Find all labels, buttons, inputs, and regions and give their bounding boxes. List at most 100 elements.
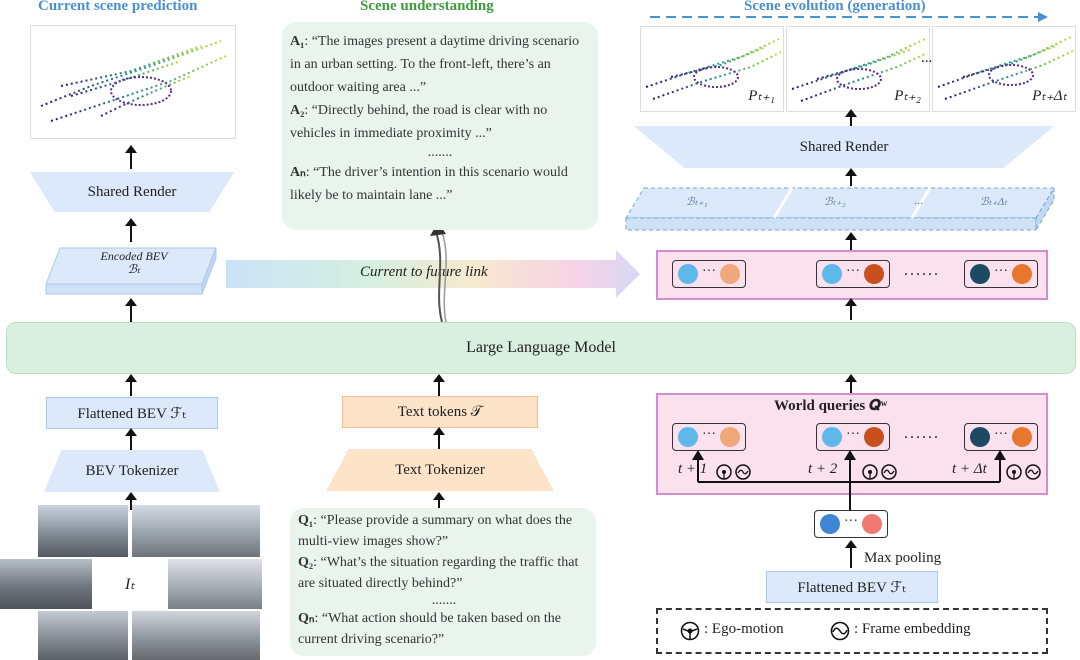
token-dot-blue [820, 514, 840, 534]
bev-tokenizer-label: BEV Tokenizer [85, 462, 179, 479]
arrow-up-render-to-lidar [125, 145, 137, 169]
token-dot-navy [970, 264, 990, 284]
arrow-up-llm-to-future-tokens [845, 298, 857, 320]
answer-1: A₁: “The images present a daytime drivin… [290, 34, 580, 95]
camera-view-back-right [132, 611, 260, 660]
arrow-up-bev-to-render [125, 218, 137, 242]
arrow-up-tokens-to-future-bev [845, 232, 857, 250]
current-to-future-label: Current to future link [360, 264, 488, 280]
future-token-pair-2: ··· [816, 260, 890, 288]
multi-view-images: Iₜ [0, 505, 262, 660]
arrow-up-textokenizer-to-tokens [433, 427, 445, 449]
arrow-up-tokenizer-to-flat [125, 428, 137, 450]
arrow-up-llm-to-bev [125, 298, 137, 322]
encoded-bev-label: Encoded BEV [100, 249, 168, 263]
token-dot-blue [678, 264, 698, 284]
encoded-bev-symbol: ℬₜ [127, 262, 141, 276]
token-dot-orange [1012, 427, 1032, 447]
token-dot-blue [822, 264, 842, 284]
query-pair-n: ··· [964, 423, 1038, 451]
current-lidar-image [30, 25, 236, 139]
legend-ego-motion-label: : Ego-motion [704, 621, 784, 637]
ego-frame-icons-n [1006, 464, 1041, 480]
query-pair-2: ··· [816, 423, 890, 451]
heading-scene-understanding: Scene understanding [360, 0, 494, 14]
arrow-up-future-bev-to-render [845, 168, 857, 186]
frame-embedding-icon [830, 621, 850, 641]
pooled-token-pair: ··· [814, 510, 888, 538]
future-bev-label-n: ℬₜ₊Δₜ [980, 196, 1008, 208]
right-flattened-bev-label: Flattened BEV ℱₜ [797, 579, 907, 596]
query-pair-1: ··· [672, 423, 746, 451]
token-dot-orange [1012, 264, 1032, 284]
heading-current-scene-prediction: Current scene prediction [38, 0, 198, 14]
camera-view-back-left [38, 611, 128, 660]
world-queries-box: World queries 𝑸ʷ ··· ··· ...... ··· t + … [656, 393, 1048, 495]
question-n: Qₙ: “What action should be taken based o… [298, 611, 561, 647]
arrow-up-images-to-tokenizer [125, 492, 137, 510]
arrow-up-flat-to-llm [125, 374, 137, 396]
token-dot-orange [864, 264, 884, 284]
query-broadcast-lines [692, 450, 1006, 510]
time-label-2: t + 2 [808, 461, 838, 477]
large-language-model: Large Language Model [6, 322, 1076, 374]
future-lidar-image-2: Pₜ₊₂ [786, 26, 930, 112]
future-token-pair-n: ··· [964, 260, 1038, 288]
future-lidar-image-1: Pₜ₊₁ [640, 26, 784, 112]
left-flattened-bev-label: Flattened BEV ℱₜ [77, 405, 187, 422]
query-dots: ...... [904, 425, 940, 442]
prediction-label-2: Pₜ₊₂ [894, 88, 921, 104]
text-tokenizer-label: Text Tokenizer [395, 461, 485, 478]
questions-panel: Q₁: “Please provide a summary on what do… [290, 508, 596, 656]
time-label-1: t + 1 [678, 461, 708, 477]
token-dot-orange [864, 427, 884, 447]
text-tokenizer: Text Tokenizer [326, 449, 554, 491]
image-label: Iₜ [124, 576, 136, 593]
question-2: Q₂: “What’s the situation regarding the … [298, 555, 579, 591]
text-tokens-label: Text tokens 𝒯 [397, 404, 483, 420]
future-bev-dots: ... [914, 193, 923, 207]
camera-view-front-right [132, 505, 260, 557]
right-shared-render-label: Shared Render [799, 138, 889, 155]
prediction-dots: ... [921, 50, 933, 66]
current-to-future-arrow [226, 250, 640, 298]
answer-2: A₂: “Directly behind, the road is clear … [290, 103, 548, 141]
future-lidar-image-n: Pₜ₊Δₜ [932, 26, 1076, 112]
future-bev-label-1: ℬₜ₊₁ [686, 196, 708, 208]
answer-n: Aₙ: “The driver’s intention in this scen… [290, 165, 568, 203]
token-dot-orange [720, 264, 740, 284]
arrow-up-tokens-to-llm [433, 374, 445, 396]
token-dot-blue [822, 427, 842, 447]
arrow-up-queries-to-llm [845, 374, 857, 394]
time-label-n: t + Δt [952, 461, 987, 477]
token-dot-blue [678, 427, 698, 447]
token-dot-red [862, 514, 882, 534]
llm-to-answers-arrow [430, 222, 447, 323]
arrow-up-right-render-to-images [845, 109, 857, 127]
questions-dots: ....... [431, 593, 457, 608]
right-flattened-bev: Flattened BEV ℱₜ [766, 571, 938, 603]
question-1: Q₁: “Please provide a summary on what do… [298, 513, 573, 549]
encoded-bev-slab: Encoded BEV ℬₜ [44, 246, 218, 296]
future-bev-slab: ℬₜ₊₁ ℬₜ₊₂ ... ℬₜ₊Δₜ [624, 186, 1056, 234]
prediction-label-n: Pₜ₊Δₜ [1032, 88, 1067, 104]
token-dot-navy [970, 427, 990, 447]
camera-view-left [0, 559, 92, 609]
future-token-pair-1: ··· [672, 260, 746, 288]
world-queries-label: World queries 𝑸ʷ [774, 398, 888, 414]
left-shared-render-label: Shared Render [87, 183, 177, 200]
answers-dots: ....... [427, 145, 453, 160]
legend: : Ego-motion : Frame embedding [656, 608, 1048, 654]
right-shared-render: Shared Render [634, 126, 1054, 168]
future-token-dots: ...... [904, 262, 940, 279]
ego-motion-icon [680, 621, 700, 641]
arrow-up-flat-to-pool [845, 540, 857, 568]
token-dot-orange [720, 427, 740, 447]
evolution-dashed-arrow [650, 12, 1048, 22]
left-shared-render: Shared Render [30, 172, 234, 212]
future-bev-label-2: ℬₜ₊₂ [824, 196, 846, 208]
prediction-label-1: Pₜ₊₁ [748, 88, 775, 104]
llm-label: Large Language Model [466, 339, 616, 356]
answers-panel: A₁: “The images present a daytime drivin… [282, 22, 598, 230]
image-label-box: Iₜ [92, 559, 168, 609]
